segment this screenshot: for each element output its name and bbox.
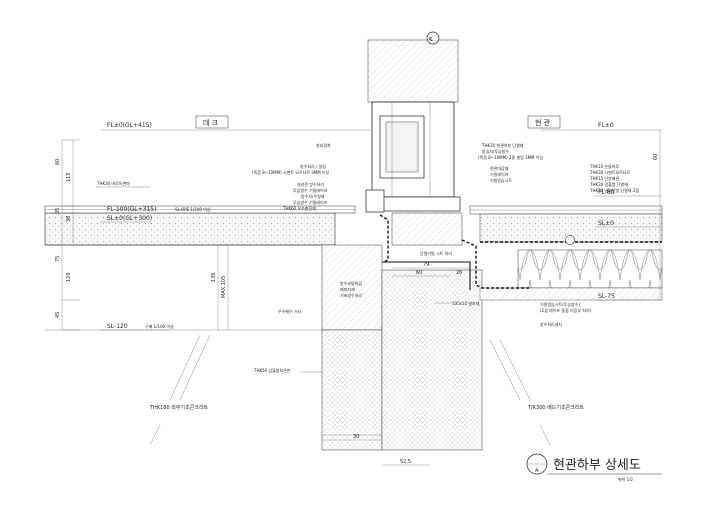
sill-note-2: 실리콘 방수처리 — [297, 181, 324, 187]
bottom-dimensions: 79 60 26 30 52.5 — [322, 262, 470, 466]
sill-note-4: 방수지/우정재 — [301, 193, 325, 199]
room-left-label: 데 크 — [203, 119, 219, 127]
threshold-note-0: THK30 현관하부 단열재 — [481, 142, 524, 148]
window-note: 창호정착 — [316, 142, 331, 148]
interior-floor — [469, 205, 663, 301]
gutter-note: 우수배수 거터 — [278, 308, 302, 314]
scale-note: 축척 1/2 — [618, 476, 634, 482]
foundation-note-0: 방수코팅마감 — [340, 280, 362, 286]
vapor-note-0: 기밀방습시트(투습방수) — [540, 301, 580, 307]
slope-note: SL.OPE 1/100 이상 — [175, 206, 211, 212]
left-levels: FL±0(GL+415) FL-100(GL+315) SL±0(GL+300)… — [100, 122, 370, 331]
threshold-note-2: (폭음 8~10MM) 2중 씰링 3MM 이상 — [478, 154, 543, 160]
threshold-note-1: 방습지/투습방수 — [482, 148, 509, 154]
dim-60-bottom: 60 — [416, 270, 422, 276]
level-sl-120: SL-120 — [107, 323, 128, 330]
foundation-slopes — [149, 334, 551, 446]
thk-note: 100x10 발포재 — [452, 300, 480, 306]
dim-45: 45 — [55, 312, 61, 318]
sheet-title: 현관하부 상세도 — [553, 458, 641, 473]
dim-right-60: 60 — [653, 154, 659, 160]
dim-120: 120 — [66, 272, 72, 282]
right-annotations: THK30 현관하부 단열재 방습지/투습방수 (폭음 8~10MM) 2중 씰… — [420, 142, 639, 411]
floor-layer-2: 기밀방습시트 — [490, 177, 512, 183]
level-sl-0-right: SL±0 — [598, 220, 614, 227]
int-conc-note: T/K300 베드기초콘크리트 — [527, 404, 584, 411]
dim-52-5: 52.5 — [400, 459, 411, 465]
deck-finish-note: THK30 바루유판마 — [96, 180, 130, 186]
deck-slab — [44, 205, 383, 331]
right-levels: FL±0 FL-80 SL±0 SL-75 60 — [540, 122, 662, 301]
level-sl-0-left: SL±0(GL+300) — [107, 215, 152, 222]
ext-conc-note: THK180 외부기초콘크리트 — [149, 404, 208, 411]
right-layer-3: THK30 압출법 단열재 — [589, 181, 628, 187]
floor-layer-0: 현관마감재 — [490, 165, 509, 171]
dim-30: 30 — [66, 216, 72, 222]
dim-115: 115 — [66, 172, 72, 182]
level-sl-75: SL-75 — [598, 293, 615, 300]
right-layer-0: THK10 온돌마루 — [589, 163, 619, 169]
level-fl-top-left: FL±0(GL+415) — [107, 122, 152, 129]
right-layer-2: THK15 난방배관 — [589, 175, 619, 181]
dim-79: 79 — [423, 262, 429, 268]
sill-note-5: 투습방수 기밀테이프 — [293, 199, 328, 205]
foundation-wall — [321, 269, 483, 451]
dim-136: 136 — [211, 272, 217, 282]
waterproof-note: 단열기밀 시트 처리 — [420, 250, 452, 256]
sill-note-3: 투습방수 기밀테이프 — [293, 187, 328, 193]
foundation-note-2: 기초방수처리 — [340, 292, 362, 298]
floor-layer-1: 기밀테이프 — [490, 171, 509, 177]
vapor-setup-note: 방수처리설치 — [540, 321, 562, 327]
level-fl-80: FL-80 — [598, 189, 615, 196]
dim-60-top: 60 — [55, 159, 61, 165]
left-annotations: THK30 바루유판마 SL.OPE 1/100 이상 구배 1/100 이상 … — [96, 142, 362, 411]
room-right-label: 현 관 — [535, 118, 551, 127]
dim-26: 26 — [456, 270, 462, 276]
sill-note-0: 방수처리 / 실링 — [300, 163, 326, 169]
vapor-note-1: (2겹 테이프 중첩 이음부 처리) — [540, 307, 592, 313]
level-fl-top-right: FL±0 — [598, 122, 614, 129]
foundation-note-1: 제미자재 — [340, 286, 355, 292]
room-labels: 데 크 현 관 — [195, 115, 561, 129]
door-frame — [365, 39, 530, 290]
dim-75: 75 — [55, 256, 61, 262]
insul-ext-note: THK50 압출법보온판 — [253, 367, 291, 373]
centerline-symbol: ℄ — [430, 36, 434, 43]
dim-max105: MAX.105 — [221, 276, 227, 298]
level-fl-100: FL-100(GL+315) — [107, 206, 156, 213]
title-block: A 현관하부 상세도 축척 1/2 — [526, 453, 662, 482]
left-dimensions: 60 115 35 30 75 120 45 136 MAX.105 — [55, 139, 229, 331]
centerline-marker: ℄ — [426, 31, 440, 45]
dim-30-bottom: 30 — [353, 434, 359, 440]
title-marker: A — [535, 468, 539, 474]
slope2-note: 구배 1/100 이상 — [145, 323, 174, 329]
sill-note-1: (폭음 8~10MM) 시멘트 모르타르 3MM 이상 — [252, 169, 330, 175]
dim-35: 35 — [55, 208, 61, 214]
sill-note-6: THK60 우수충진재 — [282, 205, 316, 211]
right-layer-4: THK30 바닥난방 단열재 2겹 — [589, 187, 639, 193]
right-layer-1: THK30 시멘트모르타르 — [589, 169, 631, 175]
